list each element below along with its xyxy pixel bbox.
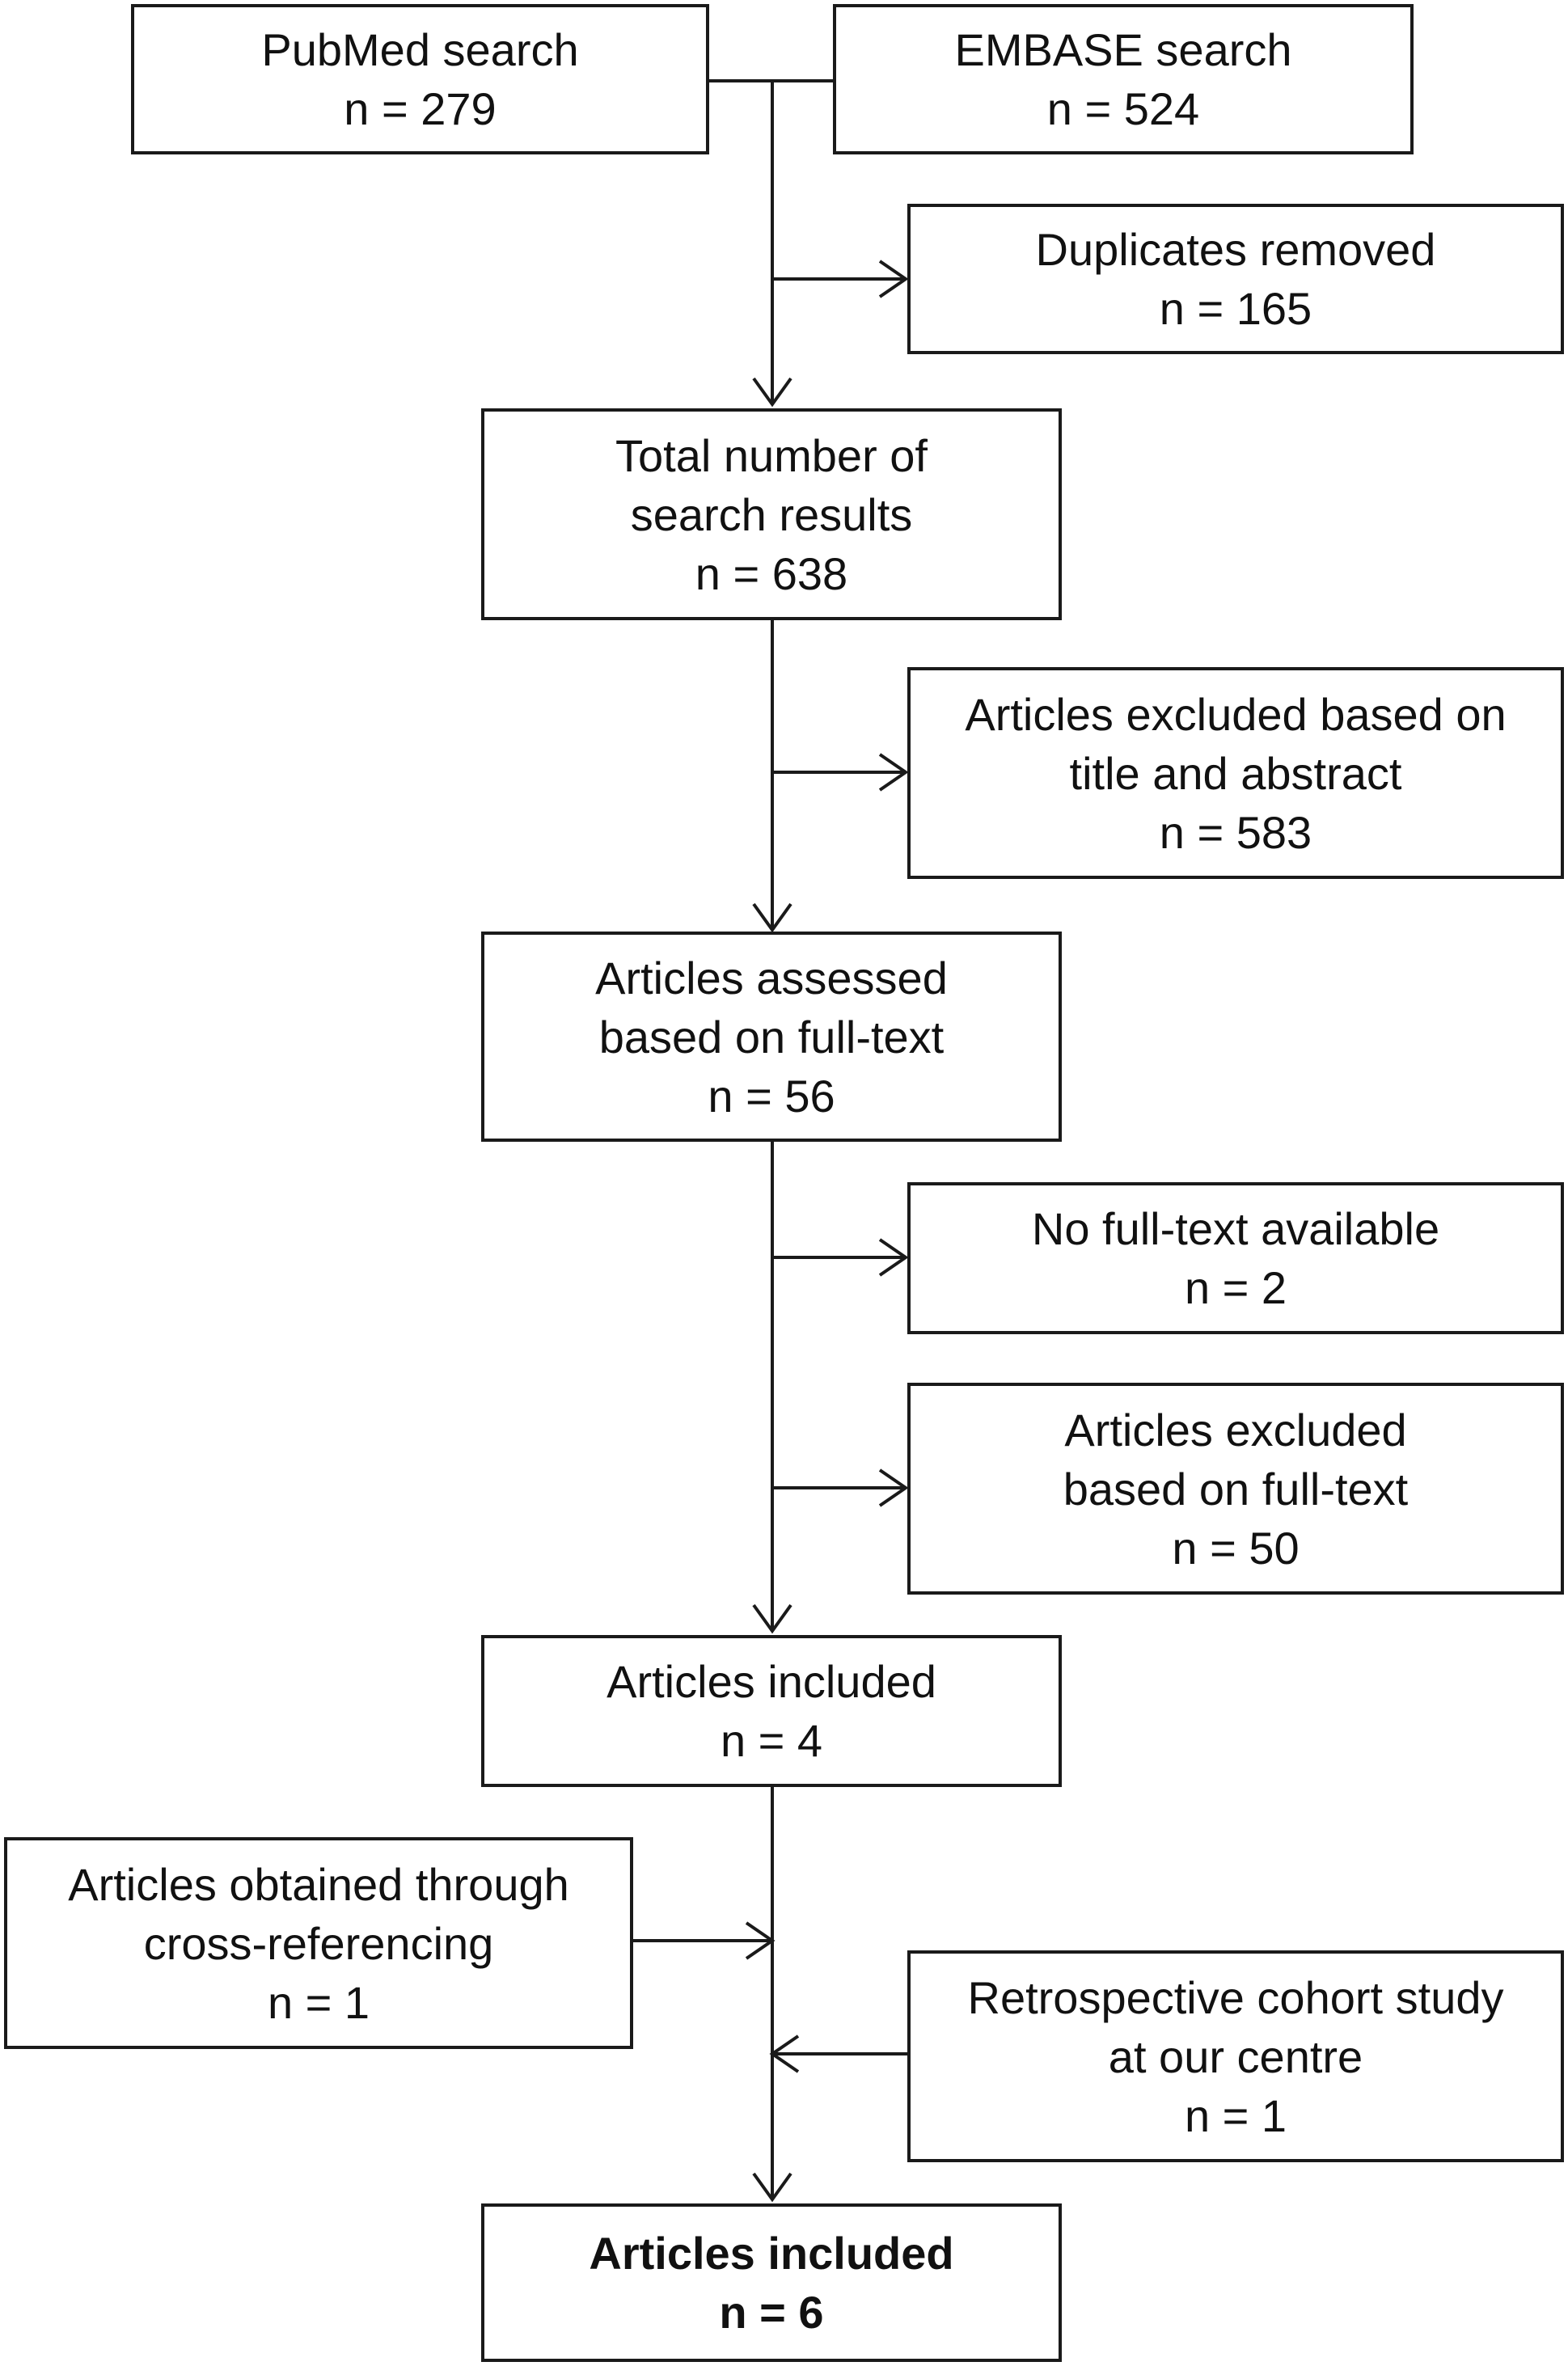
no-fulltext-title: No full-text available (1031, 1203, 1440, 1254)
cross-ref-count: n = 1 (267, 1976, 370, 2028)
excluded-title-line2: title and abstract (1069, 747, 1402, 799)
total-count: n = 638 (695, 547, 848, 599)
excluded-fulltext-count: n = 50 (1172, 1522, 1300, 1574)
retro-line2: at our centre (1108, 2030, 1363, 2082)
pubmed-title: PubMed search (261, 24, 579, 75)
embase-box: EMBASE search n = 524 (833, 4, 1414, 154)
arrow-down-total (752, 377, 792, 408)
assessed-count: n = 56 (708, 1070, 835, 1122)
arrow-down-assessed (752, 902, 792, 933)
excluded-fulltext-line2: based on full-text (1063, 1463, 1409, 1515)
arrow-right-excluded-title (878, 753, 909, 792)
duplicates-box: Duplicates removed n = 165 (907, 204, 1564, 354)
arrow-in-cross-ref (745, 1921, 776, 1960)
cross-ref-line1: Articles obtained through (68, 1858, 569, 1910)
assessed-line1: Articles assessed (595, 952, 948, 1003)
final-title: Articles included (589, 2228, 954, 2279)
no-fulltext-box: No full-text available n = 2 (907, 1182, 1564, 1334)
arrow-down-included (752, 1603, 792, 1634)
excluded-title-count: n = 583 (1159, 806, 1312, 858)
excluded-title-line1: Articles excluded based on (965, 688, 1507, 740)
total-line1: Total number of (615, 429, 928, 481)
duplicates-count: n = 165 (1159, 283, 1312, 334)
final-box: Articles included n = 6 (481, 2203, 1062, 2362)
final-count: n = 6 (719, 2287, 824, 2338)
no-fulltext-count: n = 2 (1184, 1262, 1287, 1313)
embase-title: EMBASE search (954, 24, 1292, 75)
included-count: n = 4 (720, 1715, 823, 1766)
arrow-in-retro (769, 2034, 800, 2073)
included-title: Articles included (606, 1656, 936, 1707)
retro-line1: Retrospective cohort study (967, 1971, 1504, 2023)
arrow-right-no-fulltext (878, 1238, 909, 1277)
included-box: Articles included n = 4 (481, 1635, 1062, 1787)
excluded-fulltext-line1: Articles excluded (1064, 1404, 1407, 1456)
pubmed-box: PubMed search n = 279 (131, 4, 709, 154)
excluded-fulltext-box: Articles excluded based on full-text n =… (907, 1383, 1564, 1595)
arrow-down-final (752, 2172, 792, 2203)
assessed-line2: based on full-text (598, 1011, 945, 1063)
embase-count: n = 524 (1046, 83, 1200, 134)
duplicates-title: Duplicates removed (1035, 224, 1436, 275)
total-box: Total number of search results n = 638 (481, 408, 1062, 620)
cross-ref-box: Articles obtained through cross-referenc… (4, 1837, 633, 2049)
arrow-right-excluded-fulltext (878, 1468, 909, 1507)
retro-box: Retrospective cohort study at our centre… (907, 1950, 1564, 2162)
assessed-box: Articles assessed based on full-text n =… (481, 932, 1062, 1142)
excluded-title-box: Articles excluded based on title and abs… (907, 667, 1564, 879)
pubmed-count: n = 279 (344, 83, 497, 134)
total-line2: search results (630, 488, 913, 540)
arrow-right-duplicates (878, 260, 909, 298)
retro-count: n = 1 (1184, 2089, 1287, 2141)
cross-ref-line2: cross-referencing (143, 1917, 494, 1969)
